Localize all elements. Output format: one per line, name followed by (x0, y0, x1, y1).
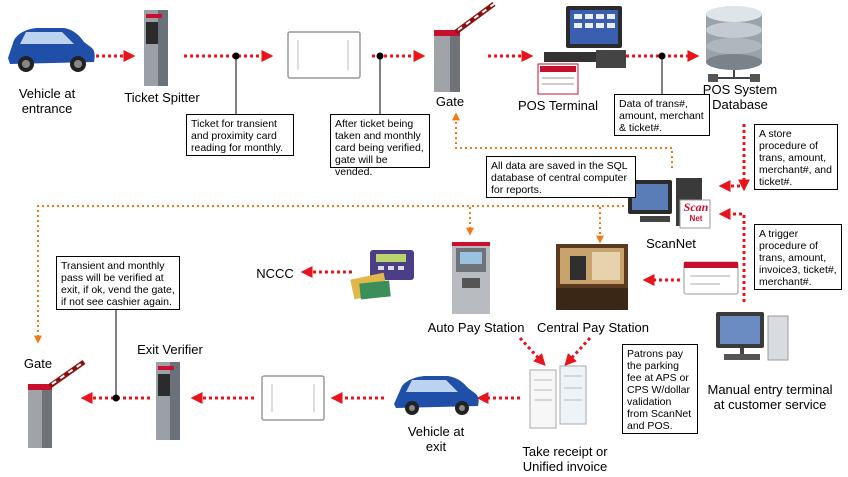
label-exit-verifier: Exit Verifier (137, 342, 203, 357)
ticket-spitter-icon (144, 10, 168, 86)
gate-bottom-icon (28, 359, 86, 448)
label-ticket-spitter: Ticket Spitter (124, 90, 200, 105)
arrow-scannet-to-gate-bottom (34, 205, 624, 344)
ticket-top-icon (287, 31, 361, 79)
label-gate-top: Gate (435, 94, 465, 109)
arrow-scannet-to-cps (596, 205, 624, 244)
label-auto-pay: Auto Pay Station (427, 320, 525, 335)
note-after-ticket: After ticket being taken and monthly car… (330, 114, 430, 178)
label-pos-terminal: POS Terminal (518, 98, 598, 113)
note-pos-data: Data of trans#, amount, merchant & ticke… (614, 94, 710, 136)
label-vehicle-entrance: Vehicle at entrance (18, 86, 76, 116)
auto-pay-station-icon (452, 242, 490, 314)
card-reader-icon (350, 250, 414, 300)
arrow-db-to-scannet-path (718, 124, 746, 192)
car-entrance-icon (8, 28, 95, 72)
note-store-procedure: A store procedure of trans, amount, merc… (754, 124, 838, 190)
note-ticket: Ticket for transient and proximity card … (186, 114, 294, 156)
car-exit-icon (394, 376, 479, 415)
manual-terminal-icon (716, 312, 789, 361)
arrow-scannet-to-gate (452, 112, 673, 168)
arrow-aps-to-receipt (518, 336, 546, 366)
scannet-logo-top: Scan (683, 200, 709, 214)
receipt-icon (529, 365, 587, 429)
label-scannet: ScanNet (646, 236, 696, 251)
label-receipt: Take receipt or Unified invoice (522, 444, 608, 474)
arrow-cps-to-receipt (564, 336, 592, 366)
gate-top-icon (434, 1, 496, 92)
label-vehicle-exit: Vehicle at exit (407, 424, 465, 454)
scannet-logo-bottom: Net (689, 214, 703, 223)
exit-verifier-icon (156, 362, 180, 440)
note-sql: All data are saved in the SQL database o… (486, 156, 636, 198)
label-manual-entry: Manual entry terminal at customer servic… (707, 382, 833, 412)
note-exit-verify: Transient and monthly pass will be verif… (56, 256, 180, 310)
note-trigger: A trigger procedure of trans, amount, in… (754, 224, 842, 290)
label-pos-db: POS System Database (702, 82, 778, 112)
scannet-computer-icon (628, 178, 711, 229)
pos-terminal-icon (537, 6, 626, 95)
central-pay-station-icon (556, 244, 628, 310)
label-gate-bottom: Gate (23, 356, 53, 371)
ticket-bottom-icon (261, 375, 325, 421)
label-nccc: NCCC (256, 266, 294, 281)
label-central-pay: Central Pay Station (536, 320, 649, 335)
note-patrons: Patrons pay the parking fee at APS or CP… (622, 344, 698, 434)
scannet-logo: Scan Net (680, 200, 712, 224)
database-icon (706, 6, 762, 82)
pay-card-icon (683, 261, 739, 295)
